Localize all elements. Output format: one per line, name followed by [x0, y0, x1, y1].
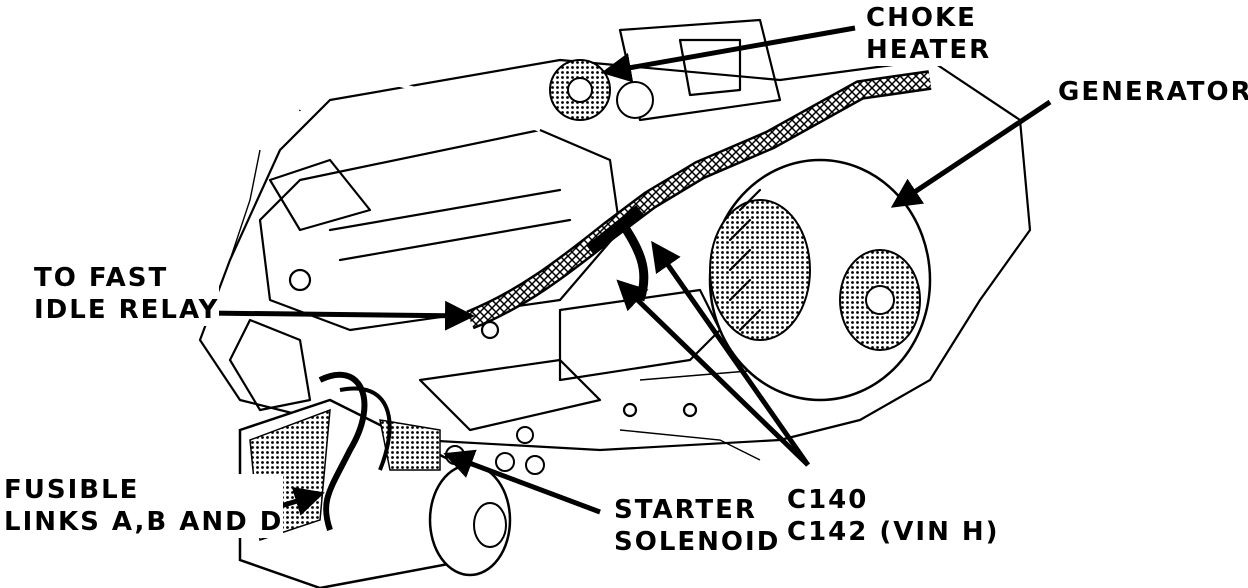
arrow-c140-b: [651, 240, 811, 467]
arrow-generator: [890, 99, 1052, 208]
choke-heater-part: [549, 59, 654, 121]
arrow-fast-idle-relay: [204, 300, 475, 331]
choke-heater-line-2: HEATER: [866, 35, 992, 65]
leader-arrows: [204, 25, 1052, 523]
starter-solenoid-label: STARTER SOLENOID: [614, 494, 781, 558]
starter-solenoid-line-2: SOLENOID: [614, 527, 781, 557]
fusible-links-line-2: LINKS A,B AND D: [4, 507, 284, 537]
choke-heater-line-1: CHOKE: [866, 3, 977, 33]
starter-solenoid-line-1: STARTER: [614, 495, 757, 525]
fast-idle-relay-line-2: IDLE RELAY: [34, 295, 220, 325]
fusible-links-line-1: FUSIBLE: [4, 475, 140, 505]
generator-line: GENERATOR: [1058, 77, 1248, 107]
fast-idle-relay-label: TO FAST IDLE RELAY: [34, 262, 220, 326]
upper-hoses: [298, 18, 782, 132]
connector-line-2: C142 (VIN H): [787, 517, 1000, 547]
fusible-links-label: FUSIBLE LINKS A,B AND D: [4, 474, 284, 538]
fast-idle-relay-line-1: TO FAST: [34, 263, 169, 293]
arrow-starter-solenoid: [443, 449, 601, 515]
choke-heater-label: CHOKE HEATER: [866, 2, 992, 66]
arrow-c140-a: [616, 279, 810, 467]
engine-block: [198, 58, 1032, 461]
connector-label: C140 C142 (VIN H): [787, 484, 1000, 548]
connector-line-1: C140: [787, 485, 869, 515]
arrow-choke-heater: [601, 25, 856, 83]
generator-label: GENERATOR: [1058, 76, 1248, 108]
starter-part: [238, 371, 545, 588]
generator-part: [708, 158, 932, 402]
